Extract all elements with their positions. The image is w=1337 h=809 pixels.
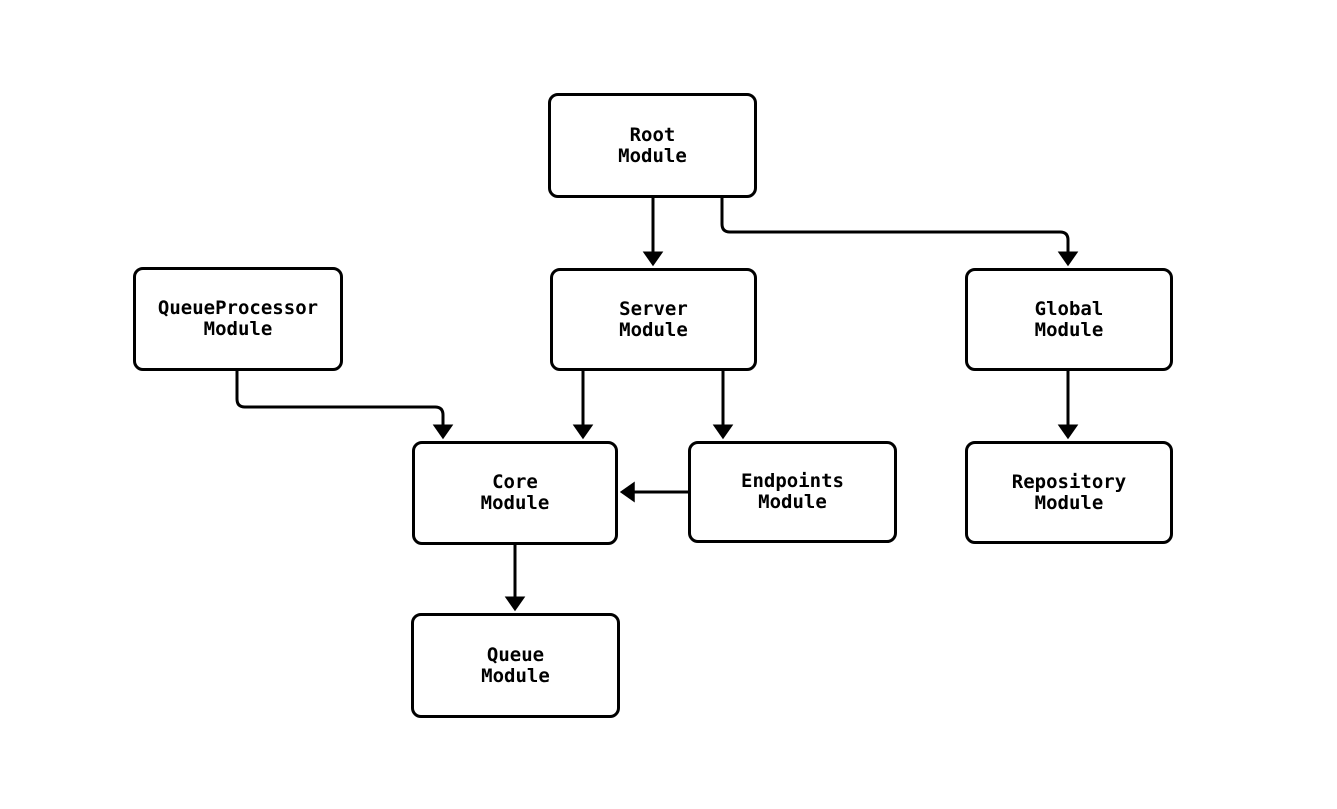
edge-root-to-global [720,198,1079,267]
node-endpoints-module: Endpoints Module [688,441,897,543]
node-root-module: Root Module [548,93,757,198]
node-repository-module-label: Repository Module [1011,470,1127,514]
node-server-module-label: Server Module [619,297,688,341]
node-queueprocessor-module-label: QueueProcessor Module [157,297,319,340]
node-server-module: Server Module [550,268,757,371]
node-global-module-label: Global Module [1034,297,1104,341]
node-queue-module: Queue Module [411,613,620,718]
node-core-module: Core Module [412,441,618,545]
node-root-module-label: Root Module [618,123,687,167]
edge-queueprocessor-to-core [235,371,454,440]
node-repository-module: Repository Module [965,441,1173,544]
node-global-module: Global Module [965,268,1173,371]
node-queueprocessor-module: QueueProcessor Module [133,267,343,371]
node-queue-module-label: Queue Module [481,643,550,687]
node-endpoints-module-label: Endpoints Module [741,470,844,513]
node-core-module-label: Core Module [480,471,550,514]
